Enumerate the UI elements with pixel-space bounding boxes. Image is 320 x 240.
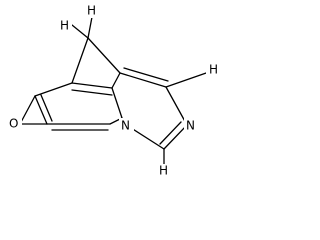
bond-c1-h2: [87, 16, 93, 39]
atom-h-right-top: H: [209, 63, 218, 77]
bond-c2-c4: [71, 82, 113, 89]
bond-c5-c6-double: [40, 94, 53, 122]
bond-c4-n: [111, 87, 123, 119]
bond-c5-c6: [34, 95, 48, 125]
bond-c3-c8-double: [123, 67, 169, 82]
bond-c3-c8: [119, 72, 167, 88]
atom-h-top-right: H: [87, 4, 96, 18]
bond-n2-c9: [163, 124, 188, 150]
bond-c2-c4-double: [71, 89, 113, 96]
bond-c1-c2: [71, 37, 89, 84]
atom-h-bottom: H: [159, 164, 168, 178]
molecule-structure: H H H H O N N: [8, 4, 220, 178]
bond-c8-n2: [165, 86, 188, 126]
bond-c5-o: [19, 95, 36, 125]
bond-c1-h1: [71, 24, 89, 39]
atom-oxygen: O: [9, 117, 18, 131]
bond-c8-h: [165, 71, 210, 88]
bond-c4-c3: [111, 72, 121, 89]
bond-c2-c5: [34, 82, 73, 97]
atom-nitrogen-right: N: [186, 119, 195, 133]
bond-n2-c9-double: [159, 121, 182, 145]
atom-nitrogen-ring: N: [121, 119, 130, 133]
bond-c1-c3: [87, 37, 121, 74]
atom-h-top-left: H: [60, 19, 69, 33]
